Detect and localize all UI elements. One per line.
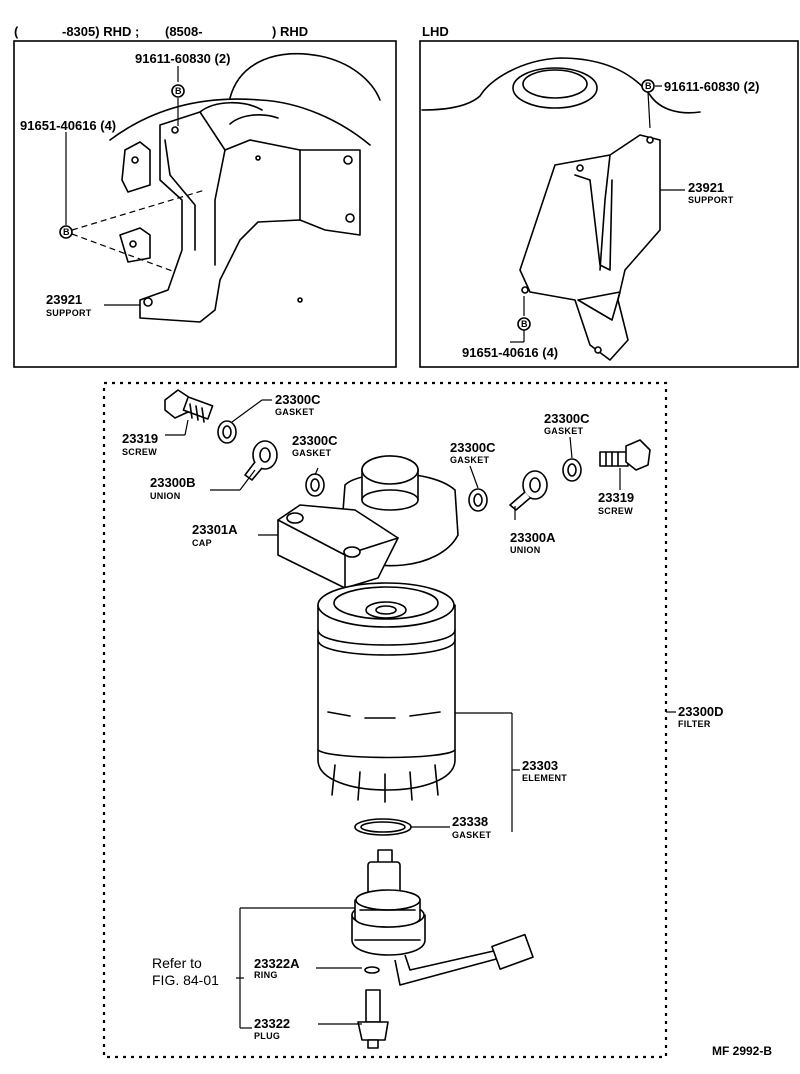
filter-number: 23300D: [678, 704, 724, 719]
plug-name: PLUG: [254, 1031, 280, 1041]
rhd-marker-b-side-label: B: [63, 227, 70, 237]
union-a-name: UNION: [510, 545, 541, 555]
element-name: ELEMENT: [522, 773, 567, 783]
lhd-bolt-top-number: 91611-60830 (2): [664, 79, 759, 94]
gasket-mid-right-drawing: [468, 488, 488, 512]
rhd-housing-drawing: [109, 52, 381, 323]
element-number: 23303: [522, 758, 558, 773]
rhd-marker-b-top: [171, 84, 185, 98]
rhd-header-paren: (: [14, 24, 19, 39]
gasket-bottom-number: 23338: [452, 814, 488, 829]
gasket-mid-left-number: 23300C: [292, 433, 338, 448]
rhd-header-code-2: (8508-: [165, 24, 203, 39]
gasket-right-top-name: GASKET: [544, 426, 584, 436]
rhd-support-number: 23921: [46, 292, 82, 307]
union-b-number: 23300B: [150, 475, 196, 490]
gasket-bottom-name: GASKET: [452, 830, 492, 840]
union-b-drawing: [244, 440, 278, 481]
union-a-drawing: [509, 470, 548, 511]
screw-left-drawing: [164, 389, 214, 423]
gasket-top-drawing: [217, 420, 237, 444]
cap-number: 23301A: [192, 522, 238, 537]
gasket-right-top-drawing: [562, 458, 582, 482]
cap-name: CAP: [192, 538, 212, 548]
rhd-header-code-3: ) RHD: [272, 24, 308, 39]
screw-left-number: 23319: [122, 431, 158, 446]
ring-name: RING: [254, 970, 278, 980]
cap-drawing: [277, 455, 459, 589]
plug-number: 23322: [254, 1016, 290, 1031]
filter-assembly-dashed-frame: [102, 381, 668, 1059]
gasket-right-top-number: 23300C: [544, 411, 590, 426]
sensor-drawing: [351, 849, 534, 1049]
gasket-mid-right-name: GASKET: [450, 455, 490, 465]
screw-right-drawing: [599, 439, 651, 471]
rhd-panel-frame: [13, 40, 397, 368]
gasket-mid-right-number: 23300C: [450, 440, 496, 455]
gasket-top-number: 23300C: [275, 392, 321, 407]
rhd-bolt-top-number: 91611-60830 (2): [135, 51, 230, 66]
rhd-bolt-side-number: 91651-40616 (4): [20, 118, 116, 133]
filter-panel: 23300C GASKET 23319 SCREW 23300C GASKET …: [102, 381, 724, 1059]
lhd-marker-b-bottom-label: B: [521, 319, 528, 329]
screw-right-name: SCREW: [598, 506, 633, 516]
lhd-support-name: SUPPORT: [688, 195, 734, 205]
rhd-marker-b-side: [59, 225, 73, 239]
lhd-housing-drawing: [421, 57, 701, 361]
lhd-bolt-bottom-number: 91651-40616 (4): [462, 345, 558, 360]
filter-element-drawing: [317, 582, 456, 803]
rhd-panel: ( -8305) RHD ; (8508- ) RHD: [13, 24, 397, 368]
rhd-header-code-1: -8305) RHD ;: [62, 24, 139, 39]
gasket-mid-left-drawing: [305, 473, 325, 497]
footer-code: MF 2992-B: [712, 1044, 772, 1058]
refer-line-2: FIG. 84-01: [152, 972, 219, 988]
screw-left-name: SCREW: [122, 447, 157, 457]
ring-number: 23322A: [254, 956, 300, 971]
lhd-panel: LHD B 91611-60830 (2) 23921 SUPPORT B: [419, 24, 799, 368]
rhd-marker-b-top-label: B: [175, 86, 182, 96]
screw-right-number: 23319: [598, 490, 634, 505]
union-b-name: UNION: [150, 491, 181, 501]
lhd-support-number: 23921: [688, 180, 724, 195]
gasket-mid-left-name: GASKET: [292, 448, 332, 458]
gasket-top-name: GASKET: [275, 407, 315, 417]
filter-name: FILTER: [678, 719, 711, 729]
lhd-marker-b-top-label: B: [645, 81, 652, 91]
rhd-support-name: SUPPORT: [46, 308, 92, 318]
union-a-number: 23300A: [510, 530, 556, 545]
refer-line-1: Refer to: [152, 955, 202, 971]
lhd-panel-frame: [419, 40, 799, 368]
lhd-header: LHD: [422, 24, 449, 39]
